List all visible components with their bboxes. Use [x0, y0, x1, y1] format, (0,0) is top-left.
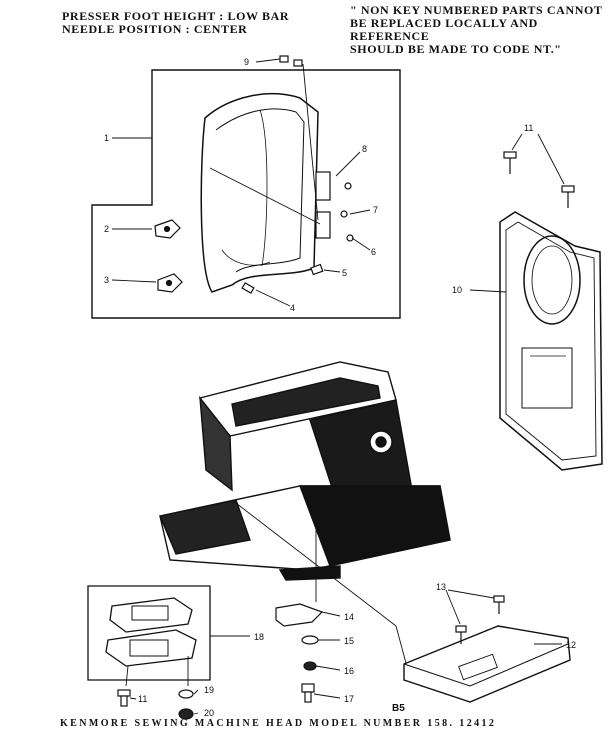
callout-5: 5 — [342, 268, 347, 278]
detail-screws — [241, 55, 354, 294]
callout-16: 16 — [344, 666, 354, 676]
callout-15: 15 — [344, 636, 354, 646]
detail-box-outline — [91, 69, 401, 319]
feed-screws — [117, 689, 194, 720]
callout-13: 13 — [436, 582, 446, 592]
rear-cover-screws — [503, 151, 575, 208]
feed-leaders — [125, 635, 250, 687]
callout-11-feed: 11 — [138, 694, 147, 704]
diagram-code: B5 — [392, 703, 405, 714]
feed-box-outline — [87, 585, 211, 681]
face-cover — [200, 93, 319, 293]
needle-position-note: NEEDLE POSITION : CENTER — [62, 22, 248, 36]
callout-7: 7 — [373, 205, 378, 215]
machine-head — [159, 361, 451, 581]
callout-2: 2 — [104, 224, 109, 234]
callout-3: 3 — [104, 275, 109, 285]
spec-notes: PRESSER FOOT HEIGHT : LOW BAR NEEDLE POS… — [62, 10, 289, 36]
leader-lines — [111, 58, 371, 307]
feed-plate-parts — [105, 597, 197, 667]
callout-4: 4 — [290, 303, 295, 313]
model-footer: KENMORE SEWING MACHINE HEAD MODEL NUMBER… — [60, 718, 497, 729]
callout-9: 9 — [244, 57, 249, 67]
stack-leaders — [313, 611, 341, 699]
parts-notice-line-2: BE REPLACED LOCALLY AND REFERENCE — [350, 16, 538, 43]
callout-17: 17 — [344, 694, 354, 704]
slide-plate — [403, 625, 571, 703]
rear-leaders — [469, 133, 565, 293]
parts-notice-line-3: SHOULD BE MADE TO CODE NT." — [350, 42, 562, 56]
throat-parts-stack — [275, 603, 324, 703]
callout-20: 20 — [204, 708, 214, 718]
callout-12: 12 — [566, 640, 576, 650]
callout-leaders — [129, 689, 199, 715]
slide-plate-screws — [455, 595, 505, 644]
rear-cover — [499, 211, 603, 471]
bracket-part-3 — [157, 273, 183, 293]
callout-19: 19 — [204, 685, 214, 695]
parts-notice-line-1: " NON KEY NUMBERED PARTS CANNOT — [350, 3, 603, 17]
presser-foot-note: PRESSER FOOT HEIGHT : LOW BAR — [62, 9, 290, 23]
plate-leaders — [445, 589, 562, 645]
callout-8: 8 — [362, 144, 367, 154]
parts-notice: " NON KEY NUMBERED PARTS CANNOT BE REPLA… — [350, 4, 608, 56]
callout-6: 6 — [371, 247, 376, 257]
callout-10: 10 — [452, 285, 462, 295]
callout-18: 18 — [254, 632, 264, 642]
callout-1: 1 — [104, 133, 109, 143]
callout-11-rear: 11 — [524, 123, 533, 133]
bracket-part-2 — [154, 219, 181, 239]
callout-14: 14 — [344, 612, 354, 622]
